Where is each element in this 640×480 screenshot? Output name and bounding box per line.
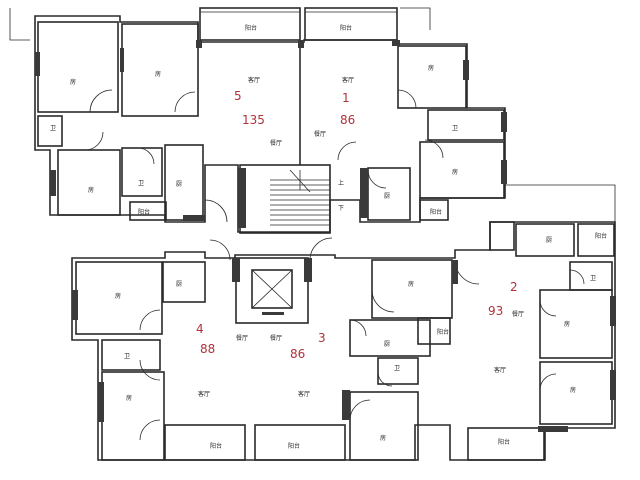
bedroom-3b (349, 391, 419, 461)
bathroom-3 (377, 357, 419, 385)
label-bathroom: 卫 (452, 125, 458, 132)
label-bedroom: 房 (70, 78, 76, 86)
label-balcony: 阳台 (138, 208, 150, 216)
label-kitchen: 厨 (176, 281, 182, 288)
label-living: 客厅 (248, 76, 260, 84)
unit-3-number: 3 (318, 331, 326, 345)
label-balcony: 阳台 (245, 24, 257, 32)
label-balcony: 阳台 (498, 438, 510, 446)
label-living: 客厅 (494, 366, 506, 374)
label-dining: 餐厅 (314, 130, 326, 138)
balcony-3b (417, 317, 451, 345)
balcony-top-left (199, 7, 301, 41)
label-bedroom: 房 (452, 168, 458, 176)
label-balcony: 阳台 (595, 232, 607, 240)
label-kitchen: 厨 (384, 193, 390, 200)
label-bedroom: 房 (380, 434, 386, 442)
label-dining: 餐厅 (270, 139, 282, 147)
label-living: 客厅 (342, 76, 354, 84)
label-bathroom: 卫 (124, 353, 130, 360)
bedroom-5b (121, 23, 199, 117)
elevator-core (235, 257, 309, 324)
balcony-1 (419, 199, 449, 221)
label-dining: 餐厅 (236, 334, 248, 342)
label-living: 客厅 (298, 390, 310, 398)
label-bedroom: 房 (408, 280, 414, 288)
label-bedroom: 房 (126, 394, 132, 402)
stair-treads (270, 169, 330, 226)
label-bedroom: 房 (564, 320, 570, 328)
unit-5-area: 135 (242, 113, 265, 127)
label-balcony: 阳台 (437, 328, 449, 336)
bathroom-5b (121, 147, 163, 197)
bathroom-5 (37, 115, 63, 147)
unit-2-area: 93 (488, 304, 503, 318)
unit-4-number: 4 (196, 322, 204, 336)
unit-5-number: 5 (234, 89, 242, 103)
label-bedroom: 房 (570, 386, 576, 394)
unit-4-area: 88 (200, 342, 215, 356)
label-balcony: 阳台 (340, 24, 352, 32)
lower-block (71, 221, 616, 461)
label-kitchen: 厨 (546, 237, 552, 244)
unit-1-area: 86 (340, 113, 355, 127)
label-bedroom: 房 (428, 64, 434, 72)
door-swing (89, 89, 113, 113)
stair-core (239, 164, 331, 234)
bedroom-4b (101, 371, 165, 461)
label-bedroom: 房 (88, 186, 94, 194)
label-kitchen: 厨 (384, 341, 390, 348)
label-bedroom: 房 (115, 292, 121, 300)
balcony-4 (164, 424, 246, 461)
balcony-top-right (304, 7, 398, 41)
bathroom-4 (101, 339, 161, 371)
bedroom-1a (397, 45, 467, 109)
bedroom-5c (57, 149, 121, 216)
balcony-5 (129, 201, 167, 221)
shaft-2 (489, 221, 515, 251)
unit-2-number: 2 (510, 280, 518, 294)
label-bathroom: 卫 (50, 125, 56, 132)
kitchen-5 (164, 144, 204, 221)
kitchen-4 (162, 261, 206, 303)
elevator-car (251, 269, 293, 309)
label-balcony: 阳台 (430, 208, 442, 216)
unit-1-number: 1 (342, 91, 350, 105)
label-bathroom: 卫 (138, 180, 144, 187)
label-dining: 餐厅 (270, 334, 282, 342)
label-living: 客厅 (198, 390, 210, 398)
bedroom-1b (419, 141, 505, 199)
label-bedroom: 房 (155, 70, 161, 78)
upper-block (34, 7, 507, 261)
balcony-2a (577, 223, 615, 257)
label-down: 下 (338, 205, 344, 212)
bedroom-2a (539, 289, 613, 359)
balcony-3 (254, 424, 346, 461)
label-kitchen: 厨 (176, 181, 182, 188)
balcony-2b (467, 427, 545, 461)
unit-markers: 5 135 1 86 4 88 3 86 2 93 (196, 89, 518, 361)
bedroom-5a (37, 21, 119, 113)
unit-3-area: 86 (290, 347, 305, 361)
label-dining: 餐厅 (512, 310, 524, 318)
room-labels: 阳台 阳台 房 房 卫 房 卫 厨 阳台 客厅 餐厅 客厅 餐厅 房 卫 房 厨… (50, 24, 607, 450)
label-up: 上 (338, 179, 344, 187)
bathroom-1 (427, 109, 505, 141)
bedroom-3a (371, 259, 453, 319)
kitchen-3 (349, 319, 431, 357)
label-balcony: 阳台 (288, 442, 300, 450)
kitchen-2 (515, 223, 575, 257)
label-bathroom: 卫 (394, 365, 400, 372)
label-balcony: 阳台 (210, 442, 222, 450)
label-bathroom: 卫 (590, 275, 596, 282)
